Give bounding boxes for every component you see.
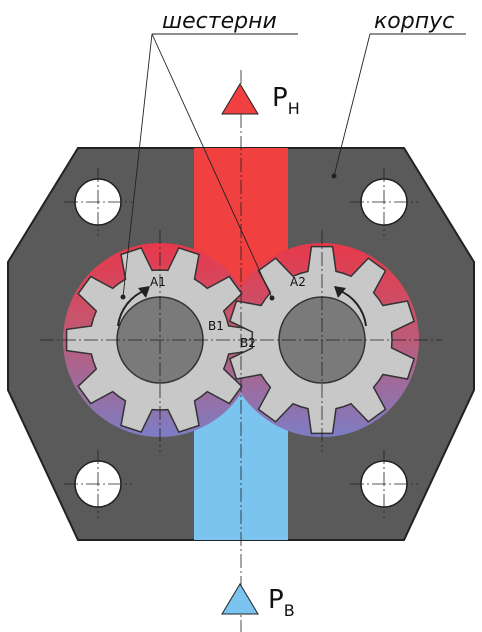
- point-a1-label: A1: [150, 275, 166, 289]
- right-rotation-arrowhead: [334, 286, 346, 298]
- center-lines: [40, 70, 442, 632]
- housing-label: корпус: [374, 9, 454, 34]
- low-pressure-triangle: [221, 583, 259, 615]
- leader-lines: [122, 33, 466, 299]
- low-pressure-label: PВ: [268, 585, 295, 620]
- high-pressure-triangle: [221, 83, 259, 115]
- high-pressure-subscript: Н: [288, 99, 300, 118]
- high-pressure-label: PН: [272, 83, 300, 118]
- leader-dot-left-gear: [120, 294, 126, 300]
- high-pressure-symbol: P: [272, 83, 288, 113]
- left-rotation-arrowhead: [138, 286, 150, 298]
- gears-label: шестерни: [162, 9, 277, 34]
- low-pressure-symbol: P: [268, 585, 284, 615]
- leader-dot-right-gear: [269, 295, 275, 301]
- point-a2-label: A2: [290, 275, 306, 289]
- point-b1-label: B1: [208, 319, 224, 333]
- low-pressure-subscript: В: [284, 601, 295, 620]
- leader-dot-housing: [331, 173, 337, 179]
- point-b2-label: B2: [240, 336, 256, 350]
